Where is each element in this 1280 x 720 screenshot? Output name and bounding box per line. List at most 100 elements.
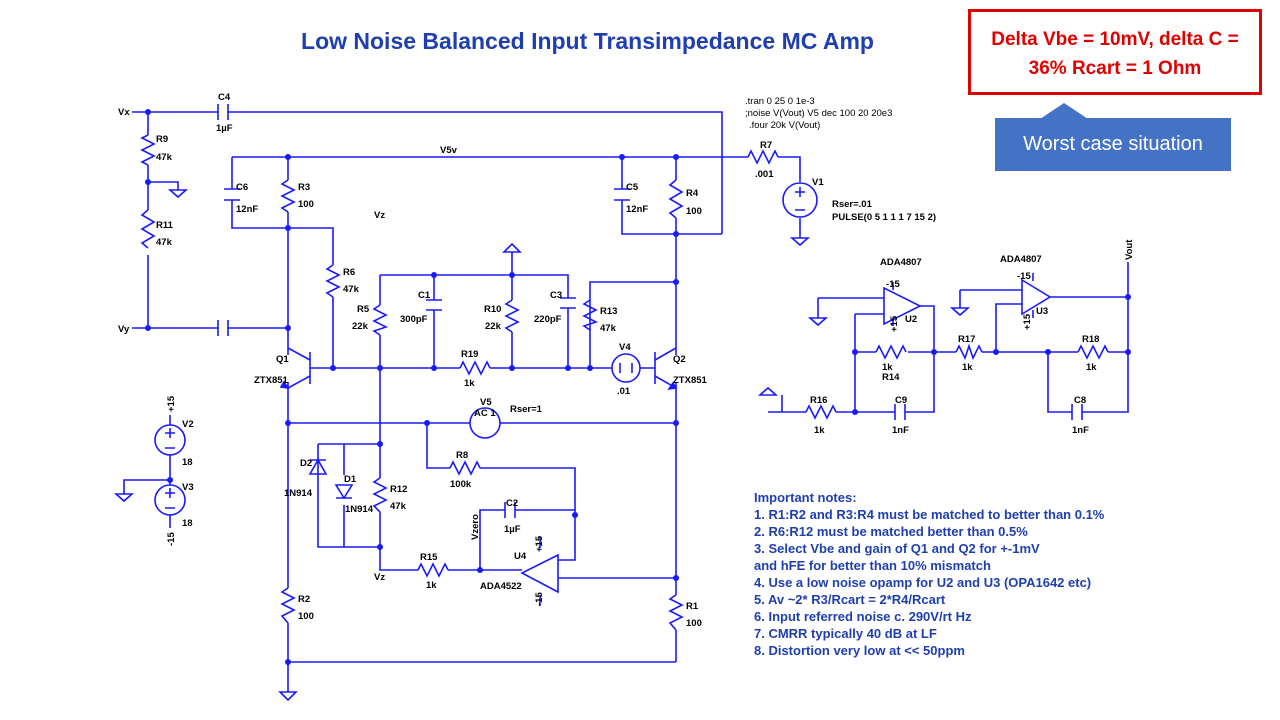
c5-symbol	[614, 188, 630, 201]
r12-label: R12	[390, 484, 407, 495]
v5-ac: AC 1	[474, 408, 496, 419]
c6-label: C6	[236, 182, 248, 193]
note-3: 3. Select Vbe and gain of Q1 and Q2 for …	[754, 541, 1040, 556]
r7-symbol	[747, 149, 779, 165]
u2-value: ADA4807	[880, 257, 922, 268]
r4-symbol	[668, 179, 684, 219]
c8-label: C8	[1074, 395, 1086, 406]
net-vzero: Vzero	[470, 514, 481, 540]
u3-neg-supply: -15	[1017, 271, 1031, 282]
v1-rser: Rser=.01	[832, 199, 873, 210]
c1-label: C1	[418, 290, 431, 301]
q1-symbol	[279, 347, 311, 390]
q2-label: Q2	[673, 354, 686, 365]
d1-symbol	[334, 484, 354, 500]
c4-symbol	[217, 104, 229, 120]
v5-rser: Rser=1	[510, 404, 543, 415]
d1-value: 1N914	[345, 504, 374, 515]
c9-symbol	[894, 404, 906, 420]
c6-symbol	[224, 188, 240, 201]
r19-label: R19	[461, 349, 478, 360]
c8-symbol	[1071, 404, 1083, 420]
u3-symbol	[1021, 278, 1052, 316]
r4-label: R4	[686, 188, 699, 199]
r14-label: R14	[882, 372, 900, 383]
wires	[123, 111, 1129, 692]
r1-symbol	[668, 594, 684, 631]
u2-label: U2	[905, 314, 917, 325]
r2-symbol	[280, 587, 296, 624]
net-vx: Vx	[118, 107, 130, 118]
c5-value: 12nF	[626, 204, 648, 215]
r10-value: 22k	[485, 321, 502, 332]
r4-value: 100	[686, 206, 702, 217]
r5-value: 22k	[352, 321, 369, 332]
r8-value: 100k	[450, 479, 472, 490]
spice-line-2: ;noise V(Vout) V5 dec 100 20 20e3	[745, 108, 892, 119]
u4-value: ADA4522	[480, 581, 522, 592]
capacitor-symbols	[217, 104, 1083, 518]
r2-label: R2	[298, 594, 310, 605]
r8-label: R8	[456, 450, 468, 461]
c2-value: 1µF	[504, 524, 521, 535]
u2-neg-supply: -15	[886, 279, 900, 290]
q2-symbol	[654, 347, 678, 391]
r14-value: 1k	[882, 362, 893, 373]
c8-value: 1nF	[1072, 425, 1089, 436]
note-5: 5. Av ~2* R3/Rcart = 2*R4/Rcart	[754, 592, 946, 607]
v2-value: 18	[182, 457, 193, 468]
net-v5v: V5v	[440, 145, 458, 156]
r13-symbol	[582, 299, 599, 331]
r15-value: 1k	[426, 580, 437, 591]
u4-pos-supply: +15	[534, 535, 545, 552]
r8-symbol	[449, 460, 481, 476]
spice-line-1: .tran 0 25 0 1e-3	[745, 96, 815, 107]
r3-symbol	[280, 179, 296, 213]
u4-neg-supply: -15	[534, 592, 545, 606]
q2-value: ZTX851	[673, 375, 708, 386]
important-notes: Important notes: 1. R1:R2 and R3:R4 must…	[754, 489, 1104, 659]
r17-value: 1k	[962, 362, 973, 373]
r18-value: 1k	[1086, 362, 1097, 373]
net-vout: Vout	[1124, 239, 1135, 260]
r12-value: 47k	[390, 501, 407, 512]
r10-symbol	[504, 299, 520, 333]
q1-value: ZTX851	[254, 375, 289, 386]
net-vz: Vz	[374, 210, 385, 221]
r18-symbol	[1077, 344, 1109, 360]
d2-symbol	[308, 458, 328, 475]
r19-symbol	[459, 360, 491, 376]
r14-symbol	[875, 344, 907, 360]
net-vz2: Vz	[374, 572, 385, 583]
v5-symbol	[469, 407, 501, 439]
r3-label: R3	[298, 182, 310, 193]
r6-value: 47k	[343, 284, 360, 295]
c3-symbol	[560, 297, 576, 309]
opamp-symbols	[520, 273, 1052, 594]
v2-supply-label: +15	[166, 395, 177, 412]
r18-label: R18	[1082, 334, 1099, 345]
c3-value: 220pF	[534, 314, 562, 325]
d1-label: D1	[344, 474, 357, 485]
r1-value: 100	[686, 618, 702, 629]
r2-value: 100	[298, 611, 314, 622]
u3-label: U3	[1036, 306, 1048, 317]
v4-value: .01	[617, 386, 631, 397]
v3-supply-label: -15	[166, 532, 177, 546]
r13-value: 47k	[600, 323, 617, 334]
c5-label: C5	[626, 182, 639, 193]
r13-label: R13	[600, 306, 617, 317]
r9-label: R9	[156, 134, 168, 145]
r15-label: R15	[420, 552, 438, 563]
u4-label: U4	[514, 551, 527, 562]
note-3-cont: and hFE for better than 10% mismatch	[754, 558, 991, 573]
r5-label: R5	[357, 304, 370, 315]
v5-label: V5	[480, 397, 492, 408]
note-6: 6. Input referred noise c. 290V/rt Hz	[754, 609, 972, 624]
ground-symbols	[113, 189, 971, 702]
notes-heading: Important notes:	[754, 490, 857, 505]
v1-symbol	[782, 182, 818, 218]
r10-label: R10	[484, 304, 501, 315]
r12-symbol	[372, 477, 388, 513]
